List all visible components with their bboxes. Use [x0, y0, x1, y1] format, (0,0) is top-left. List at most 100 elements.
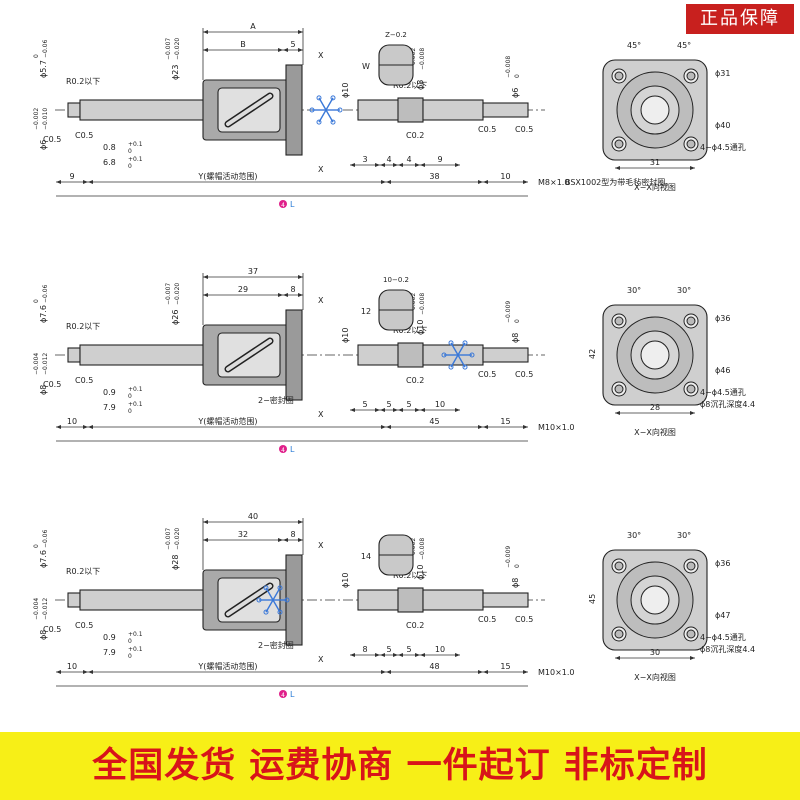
recirculation-tube-inner: [226, 339, 272, 371]
wiper-tip: [448, 340, 454, 346]
segment-length: 10: [435, 645, 445, 654]
view-angle-left: 30°: [627, 531, 641, 540]
arrowhead: [690, 656, 695, 660]
segment-length: 8: [362, 645, 367, 654]
left-length-1: 0.8: [103, 143, 116, 152]
segment-length: 4: [386, 155, 391, 164]
chamfer-left: C0.5: [43, 625, 61, 634]
arrowhead: [615, 411, 620, 415]
wiper-tip: [263, 585, 269, 591]
right-diameter-tol-lower: 0: [514, 564, 521, 568]
section-height: 14: [361, 552, 371, 561]
fillet-left: R0.2以下: [66, 322, 100, 331]
left-tol-pos: +0.1: [128, 156, 143, 163]
thread-spec: M10×1.0: [538, 423, 575, 432]
flange-outer-diameter: ϕ46: [715, 366, 730, 375]
chamfer-left-2: C0.5: [75, 376, 93, 385]
left-length-2: 7.9: [103, 648, 116, 657]
chamfer-right: C0.5: [478, 615, 496, 624]
chamfer-left: C0.5: [43, 380, 61, 389]
mounting-hole-inner: [686, 139, 696, 149]
shaft-diameter: ϕ10: [341, 328, 350, 343]
left-tol-zero: 0: [128, 163, 132, 170]
mounting-hole-inner: [686, 561, 696, 571]
screw-bore: [640, 340, 670, 370]
arrowhead: [203, 48, 208, 52]
view-title: X−X向视图: [634, 672, 676, 682]
arrowhead: [350, 408, 355, 412]
section-mark-x: X: [318, 51, 324, 60]
bearing-diameter-tol-lower: −0.008: [419, 538, 426, 560]
wiper-star-icon: [256, 585, 290, 615]
bearing-seat: [397, 97, 424, 123]
screw-bore: [640, 585, 670, 615]
dimension-b: 32: [238, 530, 248, 539]
right-diameter-tol-upper: −0.009: [505, 546, 512, 568]
counterbore: ϕ8沉孔深度4.4: [700, 644, 755, 654]
section-mark-x: X: [318, 541, 324, 550]
left-length-2: 7.9: [103, 403, 116, 412]
reference-marker-number: 4: [281, 202, 285, 209]
arrowhead: [455, 163, 460, 167]
wiper-tip: [448, 364, 454, 370]
end-diameter-tol-upper: −0.004: [33, 353, 40, 375]
wiper-tip: [337, 107, 343, 113]
authentic-guarantee-badge: 正品保障: [686, 4, 794, 34]
flange-diameter-tol-lower: −0.020: [174, 528, 181, 550]
right-diameter-tol-upper: −0.008: [505, 56, 512, 78]
reference-marker-number: 4: [281, 447, 285, 454]
bearing-seat: [397, 587, 424, 613]
end-diameter-tol-upper: −0.002: [33, 108, 40, 130]
nut-width: 8: [290, 530, 295, 539]
bottom-right-length: 15: [500, 417, 510, 426]
view-width: 31: [650, 158, 660, 167]
segment-length: 5: [386, 400, 391, 409]
thread-spec: M8×1.0: [538, 178, 569, 187]
arrowhead: [56, 180, 61, 184]
arrowhead: [615, 166, 620, 170]
segment-length: 3: [362, 155, 367, 164]
arrowhead: [615, 656, 620, 660]
bottom-left-length: 10: [67, 417, 77, 426]
end-diameter: ϕ8: [39, 630, 48, 640]
fillet-right: R0.2以下: [393, 326, 427, 335]
reference-marker-icon: [279, 200, 287, 208]
arrowhead: [88, 670, 93, 674]
end-diameter-tol-upper: −0.004: [33, 598, 40, 620]
arrowhead: [380, 163, 385, 167]
arrowhead: [203, 293, 208, 297]
arrowhead: [298, 293, 303, 297]
flange-outer-diameter: ϕ47: [715, 611, 730, 620]
bottom-left-length: 9: [69, 172, 74, 181]
arrowhead: [415, 408, 420, 412]
arrowhead: [380, 408, 385, 412]
wiper-tip: [330, 95, 336, 101]
pcd-diameter: ϕ36: [715, 314, 730, 323]
arrowhead: [83, 425, 88, 429]
arrowhead: [56, 670, 61, 674]
arrowhead: [398, 653, 403, 657]
right-diameter: ϕ6: [511, 88, 520, 98]
arrowhead: [298, 275, 303, 279]
through-holes: 4−ϕ4.5通孔: [700, 142, 746, 152]
left-length-2: 6.8: [103, 158, 116, 167]
end-diameter: ϕ8: [39, 385, 48, 395]
recirculation-tube-inner: [226, 94, 272, 126]
arrowhead: [393, 408, 398, 412]
arrowhead: [393, 653, 398, 657]
length-label: L: [290, 690, 295, 699]
reference-marker-icon: [279, 690, 287, 698]
arrowhead: [483, 180, 488, 184]
bearing-seat: [397, 342, 424, 368]
left-tol-zero: 0: [128, 653, 132, 660]
view-title: X−X向视图: [634, 182, 676, 192]
thread-spec: M10×1.0: [538, 668, 575, 677]
arrowhead: [386, 425, 391, 429]
view-angle-right: 45°: [677, 41, 691, 50]
mounting-hole-inner: [614, 561, 624, 571]
arrowhead: [56, 425, 61, 429]
tip-diameter-tol-lower: −0.06: [42, 284, 49, 303]
bottom-left-length: 10: [67, 662, 77, 671]
arrowhead: [420, 408, 425, 412]
bearing-diameter: ϕ10: [416, 565, 425, 580]
